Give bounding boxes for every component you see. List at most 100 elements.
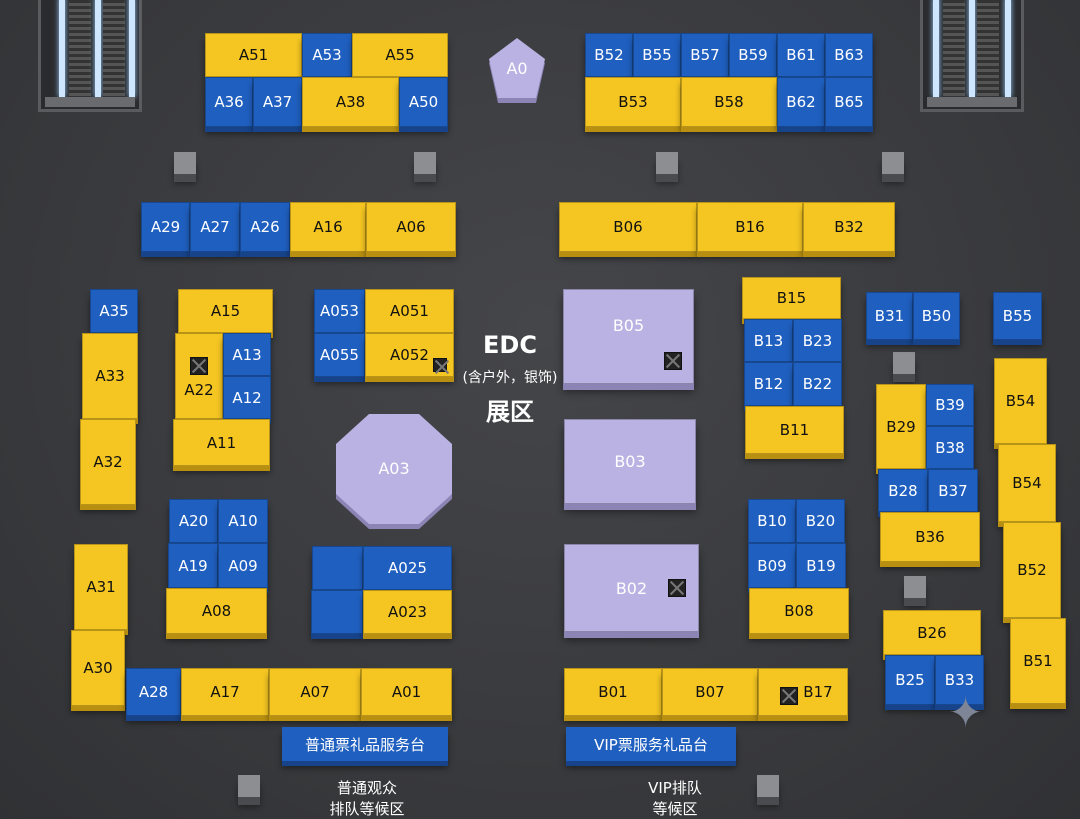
- booth-A32[interactable]: A32: [80, 419, 136, 505]
- booth-B13[interactable]: B13: [744, 319, 793, 362]
- booth-A33[interactable]: A33: [82, 333, 138, 419]
- booth-B65[interactable]: B65: [825, 77, 873, 127]
- booth-label: B07: [695, 683, 725, 701]
- booth-B61[interactable]: B61: [777, 33, 825, 77]
- booth-B54-upper[interactable]: B54: [994, 358, 1047, 444]
- x-marker-icon: [190, 357, 208, 375]
- booth-B55-right[interactable]: B55: [993, 292, 1042, 340]
- booth-A28[interactable]: A28: [126, 668, 181, 716]
- booth-A22[interactable]: A22: [175, 333, 223, 419]
- booth-B25[interactable]: B25: [885, 655, 935, 705]
- booth-A15[interactable]: A15: [178, 289, 273, 333]
- booth-A50[interactable]: A50: [399, 77, 448, 127]
- booth-B37[interactable]: B37: [928, 469, 978, 512]
- booth-A36[interactable]: A36: [205, 77, 253, 127]
- booth-label: B54: [1005, 392, 1036, 410]
- booth-label: B52: [594, 46, 624, 64]
- booth-A055[interactable]: A055: [314, 333, 365, 377]
- booth-A07[interactable]: A07: [269, 668, 361, 716]
- booth-B55[interactable]: B55: [633, 33, 681, 77]
- booth-A31[interactable]: A31: [74, 544, 128, 630]
- booth-label: B03: [614, 452, 646, 471]
- booth-label: A55: [385, 46, 415, 64]
- booth-B03[interactable]: B03: [564, 419, 696, 504]
- booth-A29[interactable]: A29: [141, 202, 190, 252]
- booth-B52-right[interactable]: B52: [1003, 522, 1061, 618]
- booth-A16[interactable]: A16: [290, 202, 366, 252]
- booth-label: A53: [312, 46, 342, 64]
- booth-A08[interactable]: A08: [166, 588, 267, 634]
- booth-A051[interactable]: A051: [365, 289, 454, 333]
- booth-B31[interactable]: B31: [866, 292, 913, 340]
- booth-A0[interactable]: A0: [486, 36, 548, 103]
- booth-B36[interactable]: B36: [880, 512, 980, 562]
- booth-A19[interactable]: A19: [168, 543, 218, 588]
- booth-A55[interactable]: A55: [352, 33, 448, 77]
- booth-label: A023: [388, 603, 427, 621]
- booth-B39[interactable]: B39: [926, 384, 974, 426]
- booth-B28[interactable]: B28: [878, 469, 928, 512]
- booth-label: A32: [93, 453, 123, 471]
- octagon-shape: [336, 414, 452, 529]
- booth-label: A33: [95, 367, 125, 385]
- booth-A38[interactable]: A38: [302, 77, 399, 127]
- booth-B57[interactable]: B57: [681, 33, 729, 77]
- booth-A023-left[interactable]: [311, 590, 363, 634]
- booth-A09[interactable]: A09: [218, 543, 268, 588]
- booth-B32[interactable]: B32: [803, 202, 895, 252]
- booth-A025-left[interactable]: [312, 546, 363, 590]
- booth-A13[interactable]: A13: [223, 333, 271, 376]
- booth-A26[interactable]: A26: [240, 202, 290, 252]
- booth-A01[interactable]: A01: [361, 668, 452, 716]
- booth-B52[interactable]: B52: [585, 33, 633, 77]
- booth-B20[interactable]: B20: [796, 499, 845, 543]
- booth-B06[interactable]: B06: [559, 202, 697, 252]
- general-ticket-gift-desk[interactable]: 普通票礼品服务台: [282, 727, 448, 761]
- booth-label: B61: [786, 46, 816, 64]
- booth-B10[interactable]: B10: [748, 499, 796, 543]
- booth-A20[interactable]: A20: [169, 499, 218, 543]
- booth-A06[interactable]: A06: [366, 202, 456, 252]
- booth-label: A50: [408, 93, 439, 111]
- booth-B11[interactable]: B11: [745, 406, 844, 454]
- booth-B29[interactable]: B29: [876, 384, 926, 469]
- booth-B62[interactable]: B62: [777, 77, 825, 127]
- booth-A11[interactable]: A11: [173, 419, 270, 466]
- booth-B59[interactable]: B59: [729, 33, 777, 77]
- booth-B51[interactable]: B51: [1010, 618, 1066, 704]
- booth-B07[interactable]: B07: [662, 668, 758, 716]
- booth-B16[interactable]: B16: [697, 202, 803, 252]
- booth-B01[interactable]: B01: [564, 668, 662, 716]
- booth-B23[interactable]: B23: [793, 319, 842, 362]
- booth-B53[interactable]: B53: [585, 77, 681, 127]
- booth-A12[interactable]: A12: [223, 376, 271, 419]
- booth-B54-lower[interactable]: B54: [998, 444, 1056, 522]
- booth-A03[interactable]: A03: [334, 413, 454, 531]
- booth-A51[interactable]: A51: [205, 33, 302, 77]
- booth-B63[interactable]: B63: [825, 33, 873, 77]
- booth-label: B09: [757, 556, 787, 575]
- booth-B26[interactable]: B26: [883, 610, 981, 655]
- vip-ticket-gift-desk[interactable]: VIP票服务礼品台: [566, 727, 736, 761]
- booth-B17[interactable]: B17: [758, 668, 848, 716]
- booth-B22[interactable]: B22: [793, 362, 842, 406]
- booth-B50[interactable]: B50: [913, 292, 960, 340]
- booth-B09[interactable]: B09: [748, 543, 796, 588]
- booth-B58[interactable]: B58: [681, 77, 777, 127]
- booth-A35[interactable]: A35: [90, 289, 138, 333]
- booth-label: B10: [757, 512, 787, 530]
- booth-B19[interactable]: B19: [796, 543, 846, 588]
- booth-A37[interactable]: A37: [253, 77, 302, 127]
- booth-A023[interactable]: A023: [363, 590, 452, 634]
- booth-A10[interactable]: A10: [218, 499, 268, 543]
- booth-A053[interactable]: A053: [314, 289, 365, 333]
- booth-A27[interactable]: A27: [190, 202, 240, 252]
- booth-A30[interactable]: A30: [71, 630, 125, 706]
- booth-A53[interactable]: A53: [302, 33, 352, 77]
- booth-B12[interactable]: B12: [744, 362, 793, 406]
- booth-B15[interactable]: B15: [742, 277, 841, 319]
- booth-B38[interactable]: B38: [926, 426, 974, 469]
- booth-A025[interactable]: A025: [363, 546, 452, 590]
- booth-B08[interactable]: B08: [749, 588, 849, 634]
- booth-A17[interactable]: A17: [181, 668, 269, 716]
